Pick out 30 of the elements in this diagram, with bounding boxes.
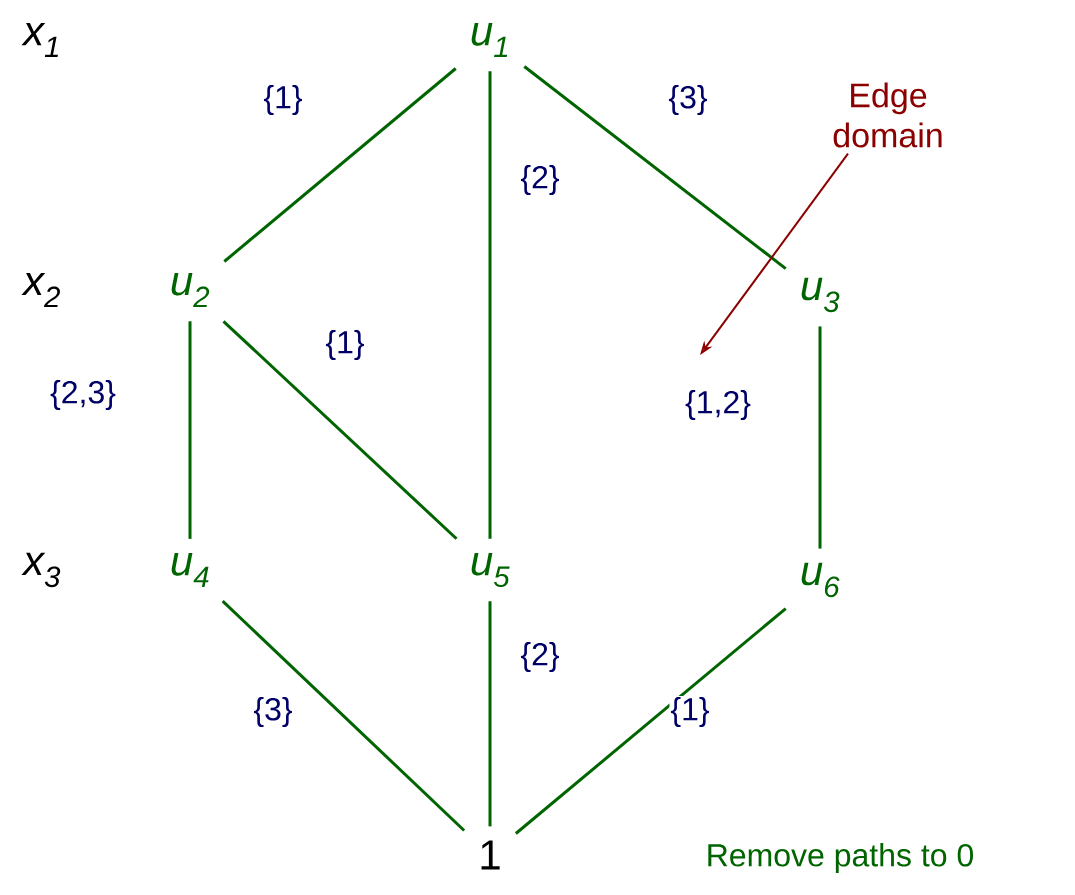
edge-line bbox=[488, 71, 492, 539]
variable-label: x$_{3}$ bbox=[21, 552, 61, 588]
edge-line bbox=[514, 607, 787, 835]
edge-line bbox=[188, 321, 192, 539]
edge-line bbox=[223, 67, 457, 263]
edge-label: {1,2} bbox=[684, 389, 752, 421]
node-label: u$_{5}$ bbox=[471, 552, 510, 588]
edge-label: {2} bbox=[519, 641, 561, 673]
node-label: u$_{2}$ bbox=[171, 272, 210, 308]
node-label: u$_{1}$ bbox=[471, 23, 508, 57]
edge-label: {1} bbox=[324, 329, 366, 361]
callout-text: Edge domain bbox=[833, 82, 942, 148]
node-label: u$_{3}$ bbox=[801, 277, 840, 313]
edge-label: {3} bbox=[252, 696, 294, 728]
node-label: u$_{4}$ bbox=[171, 553, 209, 587]
edge-line bbox=[818, 326, 822, 549]
node-label: u$_{6}$ bbox=[801, 562, 840, 598]
edge-line bbox=[488, 601, 492, 827]
edge-label: {1} bbox=[262, 84, 304, 116]
edge-label: {2} bbox=[519, 164, 561, 196]
variable-label: x$_{2}$ bbox=[21, 272, 60, 308]
edge-label: {3} bbox=[667, 84, 709, 116]
edge-label: {2,3} bbox=[49, 379, 117, 411]
edge-line bbox=[221, 600, 466, 832]
variable-label: x$_{1}$ bbox=[21, 23, 58, 57]
note-text: Remove paths to 0 bbox=[708, 843, 973, 873]
edge-line bbox=[222, 320, 458, 540]
edge-line bbox=[523, 65, 787, 270]
terminal-label: 1 bbox=[481, 840, 500, 870]
edge-label: {1} bbox=[669, 696, 711, 728]
